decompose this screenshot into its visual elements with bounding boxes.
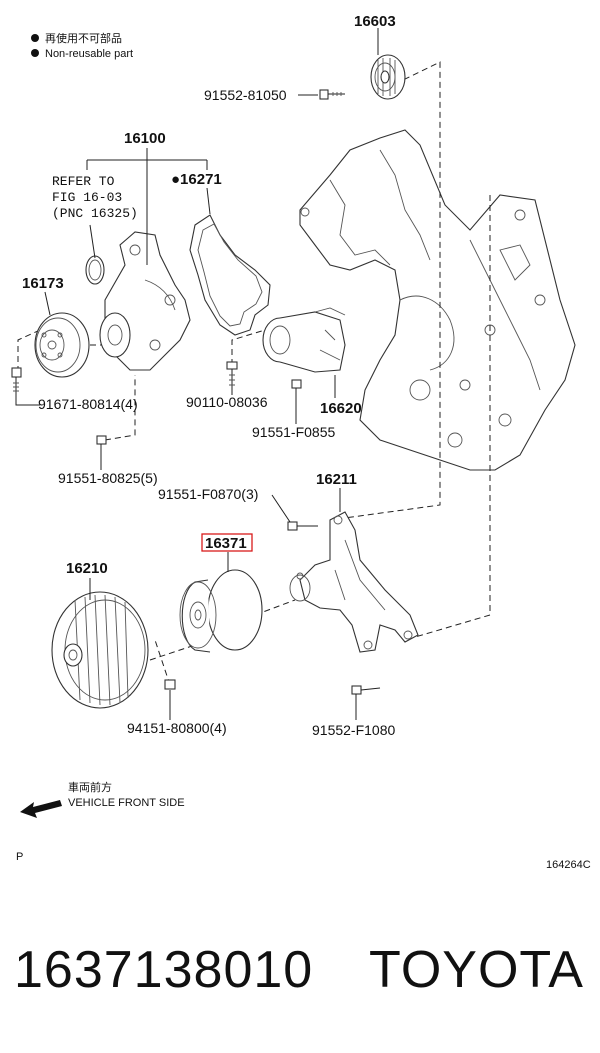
direction-en: VEHICLE FRONT SIDE	[68, 797, 185, 809]
ref-line-idler	[329, 61, 441, 521]
label-91671: 91671-80814(4)	[38, 396, 138, 412]
pulley-16173	[34, 312, 90, 378]
legend-jp: 再使用不可部品	[45, 31, 122, 45]
label-refer-3: (PNC 16325)	[52, 206, 138, 221]
footer: 1637138010 TOYOTA	[14, 940, 590, 1010]
ref-line-16371	[254, 599, 296, 616]
label-16271: ●16271	[171, 171, 222, 188]
bolt-91551-F0855	[291, 379, 302, 410]
label-16211: 16211	[316, 471, 357, 488]
label-refer-2: FIG 16-03	[52, 190, 122, 205]
ref-line-90110	[231, 329, 266, 365]
legend-dot-2	[31, 49, 39, 57]
bolt-91671-80814	[11, 367, 22, 395]
bolt-91551-F0870	[287, 521, 318, 531]
fan-clutch-16210	[51, 591, 149, 709]
bolt-91551-80825	[96, 435, 107, 460]
bolt-91552-F1080	[351, 685, 381, 695]
figure-code: 164264C	[546, 859, 591, 871]
legend-en: Non-reusable part	[45, 48, 133, 60]
direction-jp: 車両前方	[68, 780, 112, 794]
ref-line-bolt-left	[17, 329, 41, 372]
label-91552-F1080: 91552-F1080	[312, 722, 396, 738]
o-ring	[85, 255, 105, 285]
nut-94151-80800	[164, 679, 176, 690]
ref-line-94151	[154, 639, 171, 686]
footer-part-number: 1637138010	[14, 941, 314, 999]
leader-16100	[86, 148, 208, 265]
label-refer-1: REFER TO	[52, 174, 115, 189]
label-16173: 16173	[22, 275, 64, 292]
leader-16173	[44, 291, 51, 316]
front-arrow-icon	[20, 800, 62, 818]
gasket-16271	[189, 214, 271, 336]
label-90110: 90110-08036	[186, 394, 268, 410]
label-94151: 94151-80800(4)	[127, 720, 227, 736]
ref-line-side	[404, 195, 491, 641]
pulley-16371	[179, 569, 263, 653]
timing-cover	[299, 129, 576, 471]
idler-pulley-16603	[370, 54, 406, 100]
label-16620: 16620	[320, 400, 362, 417]
legend-dot-1	[31, 34, 39, 42]
label-91551-F0855: 91551-F0855	[252, 424, 336, 440]
label-16371: 16371	[205, 535, 247, 552]
label-91551-80825: 91551-80825(5)	[58, 470, 158, 486]
water-pump-16100	[99, 231, 191, 371]
ref-line-80825	[104, 375, 136, 441]
leader-F0870	[271, 494, 291, 523]
tensioner-16620	[262, 307, 346, 373]
label-16603: 16603	[354, 13, 396, 30]
leader-refer	[89, 224, 96, 259]
bolt-91552-81050	[319, 89, 345, 100]
label-16210: 16210	[66, 560, 108, 577]
bracket-16211	[289, 511, 419, 653]
footer-brand: TOYOTA	[369, 941, 584, 999]
stud-90110-08036	[226, 361, 238, 390]
parts-diagram: 再使用不可部品 Non-reusable part	[11, 13, 591, 871]
leader-91671	[15, 395, 40, 406]
highlight-box-16371	[201, 533, 253, 552]
leader-16271	[206, 187, 211, 215]
ref-line-16210	[149, 644, 196, 661]
label-91551-F0870: 91551-F0870(3)	[158, 486, 258, 502]
label-91552-81050: 91552-81050	[204, 87, 287, 103]
corner-p: P	[16, 851, 23, 863]
label-16100: 16100	[124, 130, 166, 147]
